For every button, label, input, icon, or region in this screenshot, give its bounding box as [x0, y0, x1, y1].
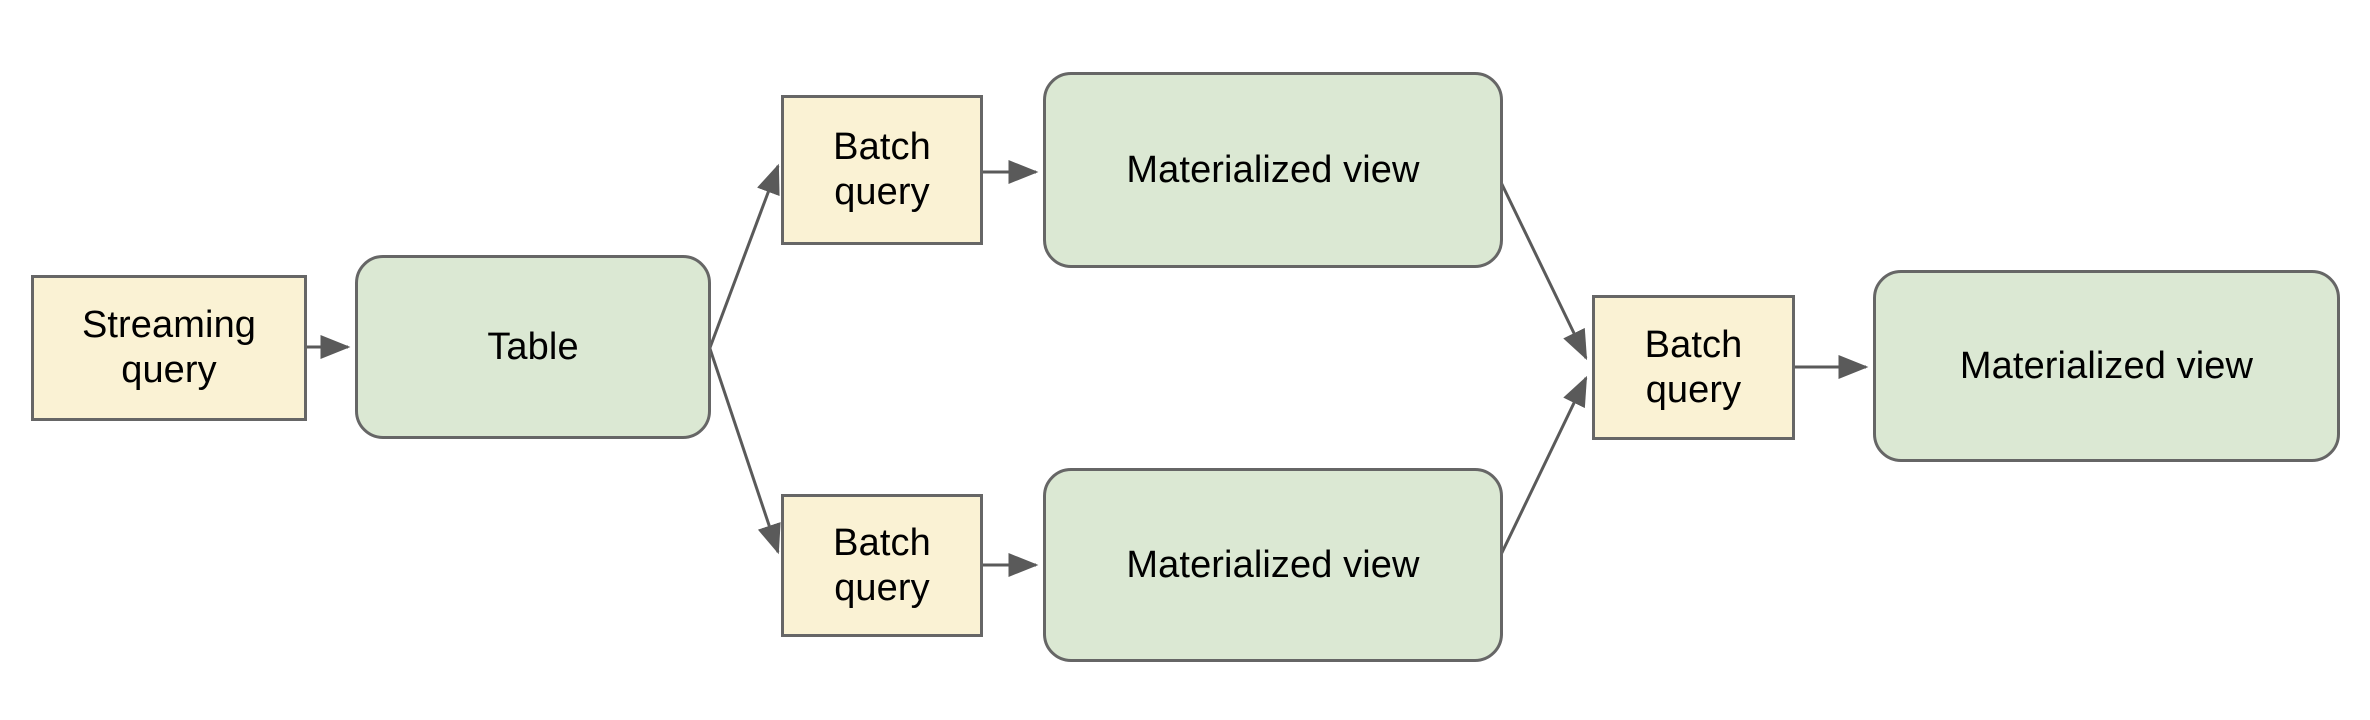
node-materialized-view-final-label: Materialized view [1959, 344, 2254, 387]
node-table-label: Table [487, 325, 579, 368]
node-materialized-view-bottom[interactable]: Materialized view [1043, 468, 1503, 662]
edge-materialized-view-bottom-to-batch-query-join [1494, 375, 1588, 566]
node-materialized-view-final[interactable]: Materialized view [1873, 270, 2340, 462]
node-materialized-view-top[interactable]: Materialized view [1043, 72, 1503, 268]
node-materialized-view-top-label: Materialized view [1126, 148, 1420, 191]
edge-materialized-view-top-to-batch-query-join [1494, 171, 1588, 361]
node-batch-query-top-label: Batch query [833, 126, 931, 213]
node-batch-query-top[interactable]: Batch query [781, 95, 983, 245]
node-batch-query-bottom-label: Batch query [833, 521, 931, 609]
node-batch-query-join[interactable]: Batch query [1592, 295, 1795, 440]
node-batch-query-join-label: Batch query [1644, 323, 1743, 411]
node-streaming-query-label: Streaming query [81, 304, 257, 391]
node-table[interactable]: Table [355, 255, 711, 439]
node-streaming-query[interactable]: Streaming query [31, 275, 307, 421]
node-materialized-view-bottom-label: Materialized view [1126, 543, 1420, 586]
node-batch-query-bottom[interactable]: Batch query [781, 494, 983, 637]
